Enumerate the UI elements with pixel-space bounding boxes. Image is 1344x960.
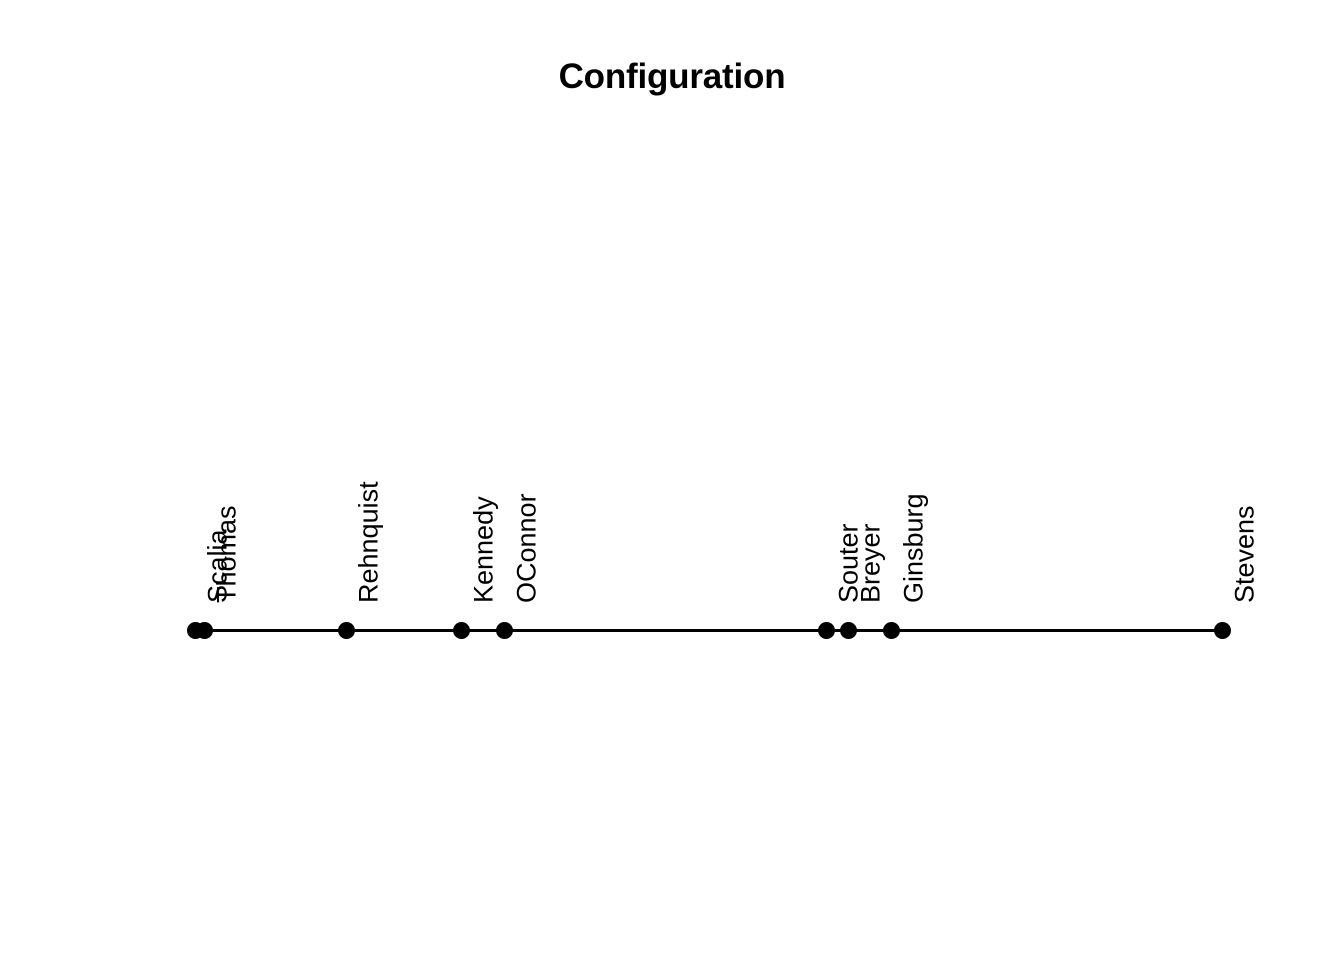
- data-point-marker: [817, 621, 835, 639]
- data-point-marker: [882, 621, 900, 639]
- page-title: Configuration: [558, 57, 786, 96]
- data-point-label: Kennedy: [468, 496, 499, 603]
- data-point-marker: [337, 621, 355, 639]
- data-point-marker: [839, 621, 857, 639]
- data-point-label: Stevens: [1229, 505, 1260, 603]
- data-point-label: OConnor: [511, 493, 542, 603]
- data-point-label: Thomas: [211, 505, 242, 603]
- axis-line: [190, 628, 1228, 632]
- data-point-marker: [195, 621, 213, 639]
- data-point-label: Rehnquist: [353, 481, 384, 603]
- data-point-marker: [495, 621, 513, 639]
- data-point-marker: [452, 621, 470, 639]
- data-point-marker: [1213, 621, 1231, 639]
- data-point-label: Ginsburg: [898, 493, 929, 603]
- data-point-label: Breyer: [855, 523, 886, 603]
